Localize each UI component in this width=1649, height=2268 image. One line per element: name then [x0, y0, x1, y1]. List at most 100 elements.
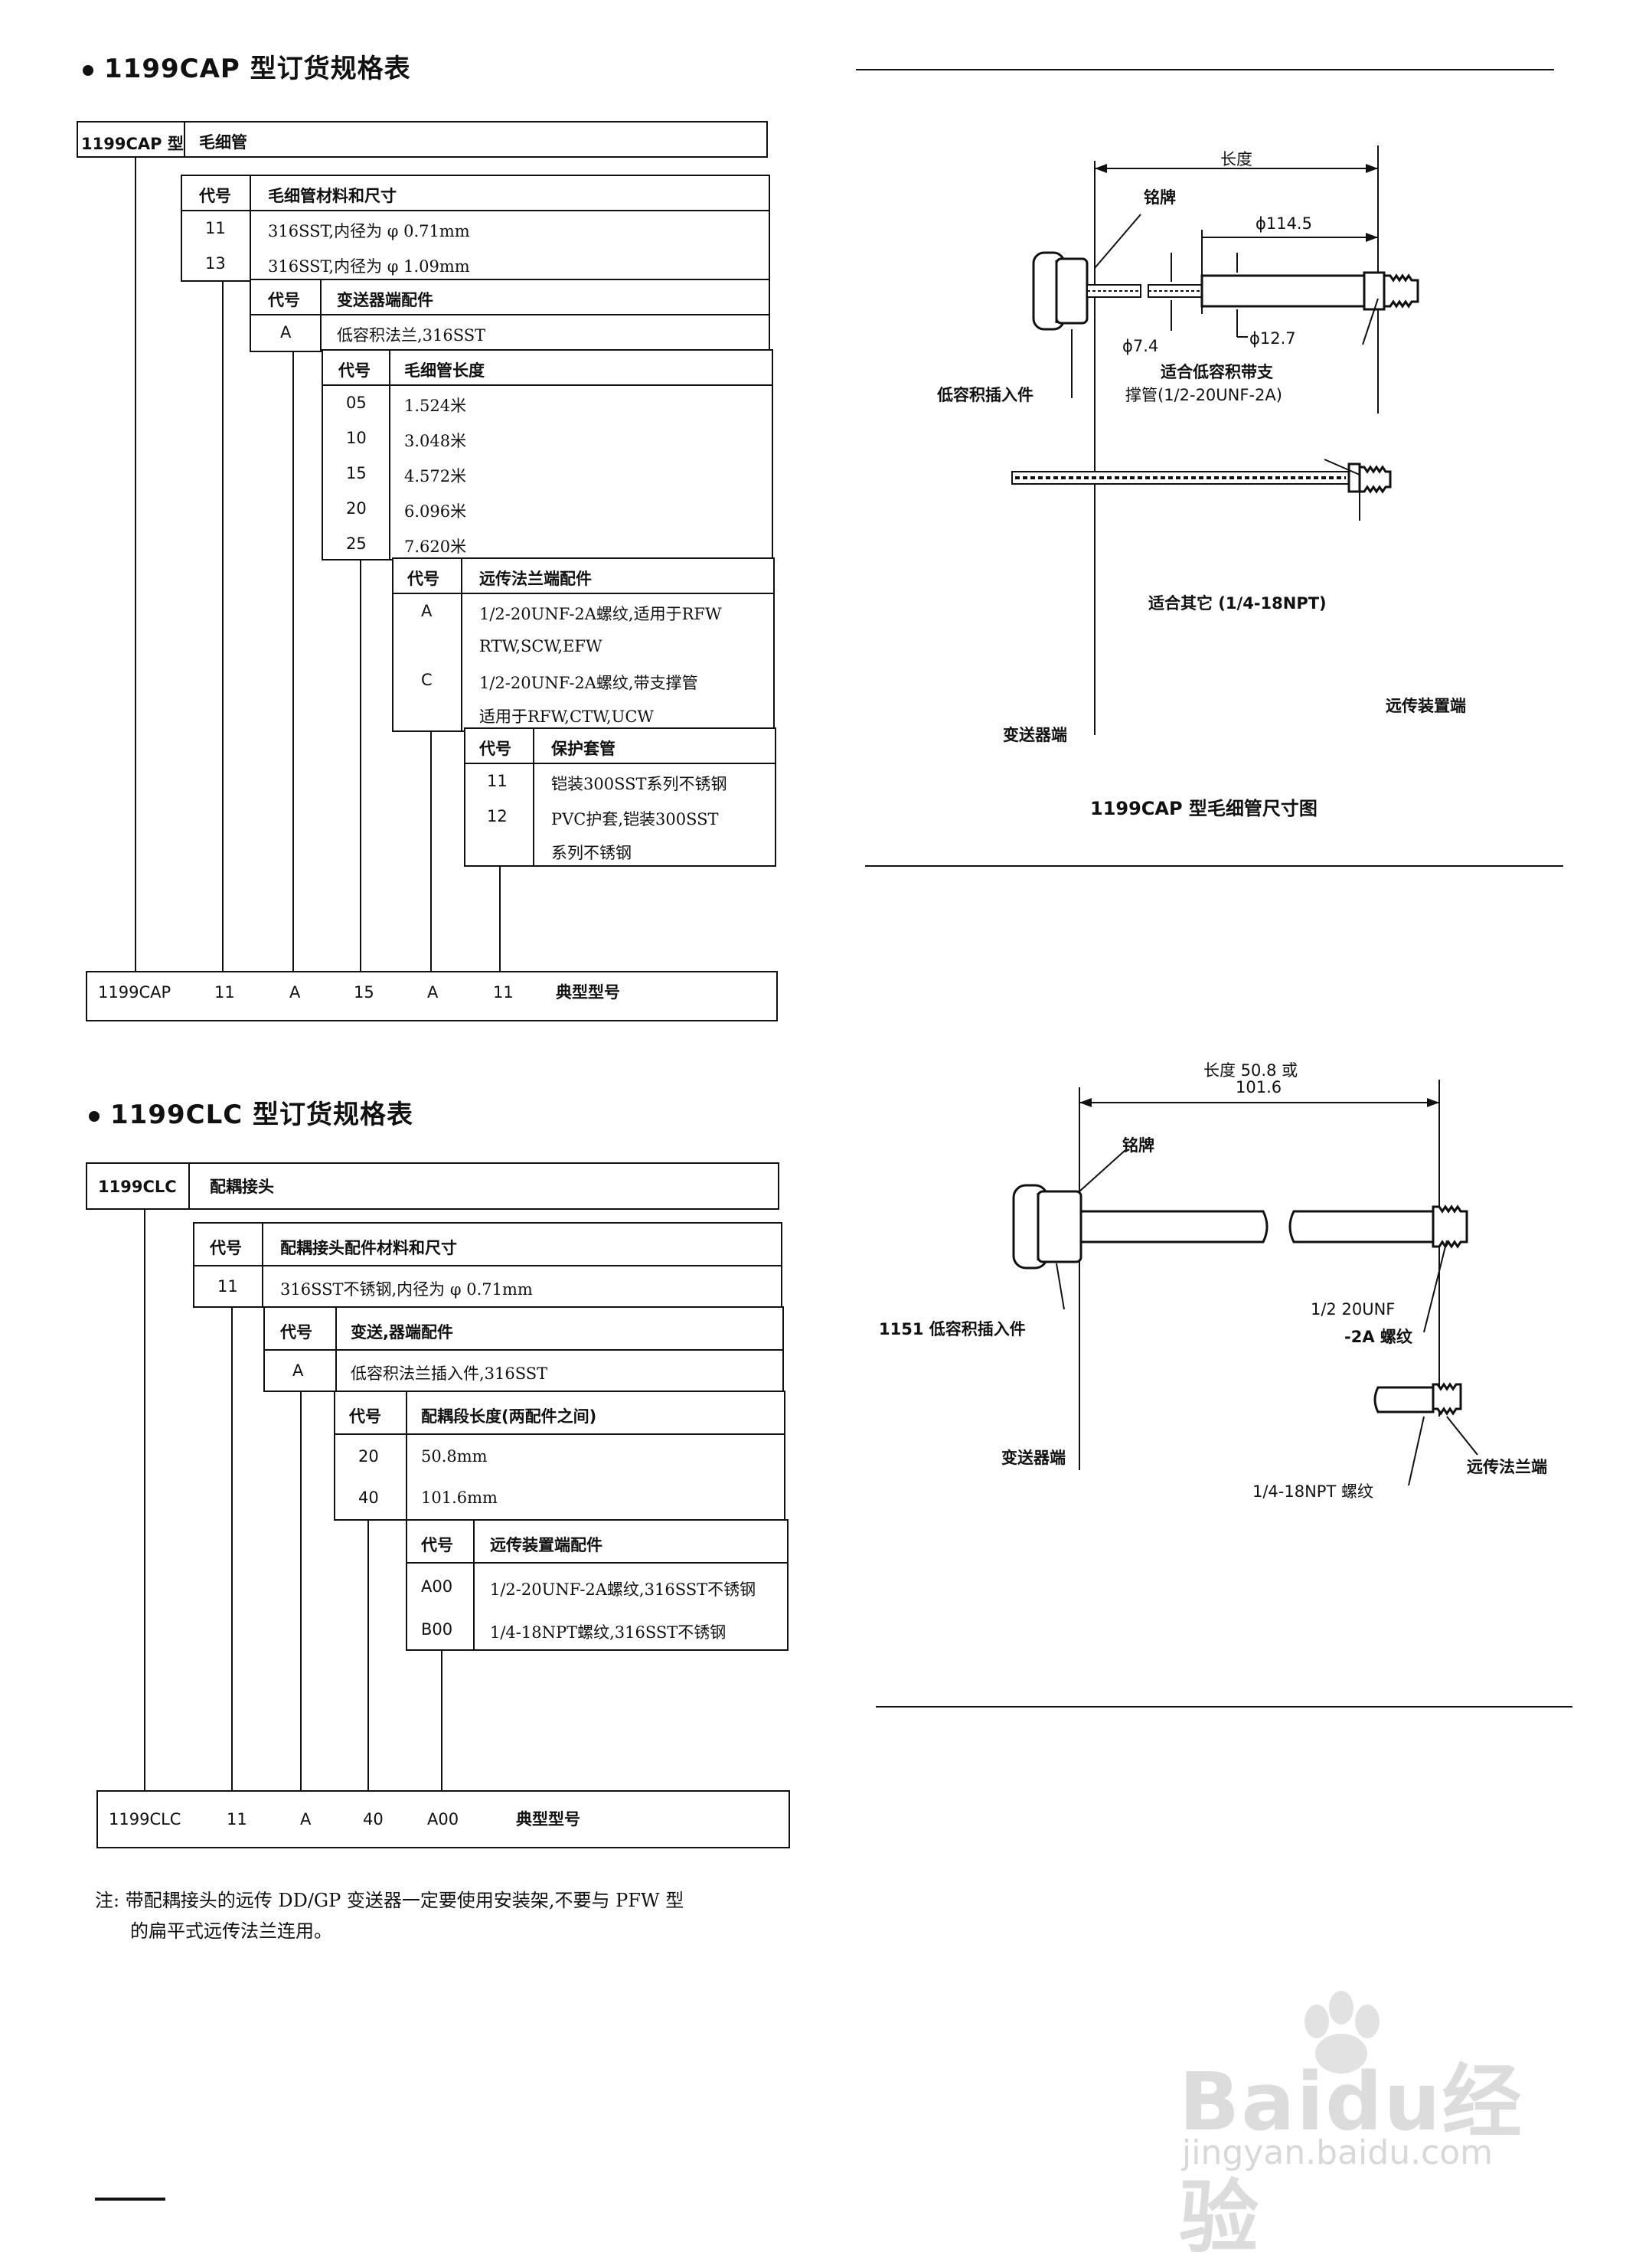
cap-g5-code-header: 代号 [479, 740, 511, 758]
cap-connector [292, 352, 294, 972]
cap-g3-row-desc: 3.048米 [404, 432, 467, 450]
cap-g3-code-header: 代号 [338, 361, 371, 380]
clc-connector [231, 1308, 233, 1792]
clc-g4-row-code: A00 [421, 1577, 453, 1596]
cap-g1-row-desc: 316SST,内径为 φ 1.09mm [268, 257, 470, 276]
cap-connector [499, 867, 501, 972]
cap-group3: 代号 毛细管长度 05 1.524米 10 3.048米 15 4.572米 2… [322, 349, 773, 560]
cap-g5-desc-header: 保护套管 [551, 740, 616, 758]
fig2-length-label: 101.6 [1236, 1078, 1282, 1096]
fig1-caption: 1199CAP 型毛细管尺寸图 [1090, 798, 1318, 819]
clc-title: 1199CLC 型订货规格表 [89, 1093, 413, 1131]
fig1-d74-label: ϕ7.4 [1122, 337, 1159, 355]
cap-g4-row-desc: 1/2-20UNF-2A螺纹,适用于RFW [479, 605, 722, 623]
clc-g2-desc-header: 变送,器端配件 [351, 1323, 453, 1342]
clc-g4-row-desc: 1/4-18NPT螺纹,316SST不锈钢 [490, 1623, 727, 1642]
fig1-d127-label: ϕ12.7 [1249, 329, 1296, 348]
clc-g3-code-header: 代号 [349, 1407, 381, 1426]
cap-g4-desc-header: 远传法兰端配件 [479, 570, 592, 588]
clc-g1-row-desc: 316SST不锈钢,内径为 φ 0.71mm [280, 1280, 533, 1299]
cap-group2: 代号 变送器端配件 A 低容积法兰,316SST [250, 279, 770, 352]
clc-connector [300, 1392, 302, 1792]
fig2-nameplate-label: 铭牌 [1122, 1136, 1154, 1155]
cap-group5: 代号 保护套管 11 铠装300SST系列不锈钢 12 PVC护套,铠装300S… [464, 727, 776, 867]
cap-g1-row-code: 11 [205, 219, 226, 237]
cap-typical-code: 11 [493, 983, 514, 1002]
clc-group4: 代号 远传装置端配件 A00 1/2-20UNF-2A螺纹,316SST不锈钢 … [406, 1519, 789, 1651]
fig1-top-rule [856, 69, 1554, 70]
cap-g1-desc-header: 毛细管材料和尺寸 [268, 187, 397, 205]
fig1-drawing [1011, 145, 1419, 735]
cap-typical-label: 典型型号 [556, 983, 620, 1002]
cap-g3-row-desc: 7.620米 [404, 538, 467, 556]
fig1-support-label: 适合低容积带支 [1161, 363, 1273, 381]
clc-g2-row-code: A [292, 1361, 304, 1380]
watermark-logo: Baidu经验 jingyan.baidu.com [1179, 1991, 1562, 2264]
cap-g3-row-code: 20 [346, 499, 367, 518]
clc-g4-desc-header: 远传装置端配件 [490, 1536, 602, 1554]
cap-typical-code: A [427, 983, 439, 1002]
clc-typical-model: 1199CLC [109, 1810, 181, 1828]
cap-g5-row-desc: 系列不锈钢 [551, 844, 632, 862]
clc-group2: 代号 变送,器端配件 A 低容积法兰插入件,316SST [263, 1306, 784, 1392]
cap-g3-row-desc: 4.572米 [404, 467, 467, 485]
clc-g1-code-header: 代号 [210, 1239, 242, 1257]
fig2-length-label: 长度 50.8 或 [1203, 1061, 1298, 1080]
clc-typical-code: A [300, 1810, 312, 1828]
cap-g4-row-desc: 适用于RFW,CTW,UCW [479, 708, 654, 726]
cap-title: 1199CAP 型订货规格表 [83, 47, 411, 85]
clc-g3-row-desc: 101.6mm [421, 1489, 498, 1507]
fig1-transmitter-end-label: 变送器端 [1003, 726, 1067, 744]
cap-connector [135, 158, 136, 972]
cap-title-text: 1199CAP 型订货规格表 [104, 54, 411, 84]
fig1-nameplate-label: 铭牌 [1144, 188, 1176, 207]
clc-typical-code: 11 [227, 1810, 247, 1828]
cap-typical-row: 1199CAP 11 A 15 A 11 典型型号 [86, 971, 778, 1021]
watermark-url: jingyan.baidu.com [1182, 2133, 1494, 2172]
cap-g2-code-header: 代号 [268, 291, 300, 309]
cap-g3-row-code: 05 [346, 394, 367, 412]
fig2-transmitter-end-label: 变送器端 [1001, 1449, 1066, 1467]
cap-g4-code-header: 代号 [407, 570, 439, 588]
fig1-d114-label: ϕ114.5 [1256, 214, 1312, 233]
clc-g4-row-code: B00 [421, 1620, 453, 1639]
fig2-thread2-label: 1/4-18NPT 螺纹 [1252, 1482, 1373, 1501]
clc-g1-desc-header: 配耦接头配件材料和尺寸 [280, 1239, 457, 1257]
cap-g3-row-code: 25 [346, 534, 367, 553]
clc-typical-label: 典型型号 [516, 1810, 580, 1828]
clc-group1: 代号 配耦接头配件材料和尺寸 11 316SST不锈钢,内径为 φ 0.71mm [193, 1222, 782, 1308]
cap-g5-row-desc: PVC护套,铠装300SST [551, 810, 719, 828]
cap-g4-row-code: A [421, 602, 433, 620]
cap-g5-row-desc: 铠装300SST系列不锈钢 [551, 775, 727, 793]
fig2-thread-label: -2A 螺纹 [1344, 1328, 1412, 1346]
fig2-thread-label: 1/2 20UNF [1311, 1300, 1396, 1319]
cap-connector [430, 732, 432, 972]
clc-model-row: 1199CLC 配耦接头 [86, 1162, 779, 1210]
fig1-bottom-rule [865, 865, 1563, 867]
clc-g4-row-desc: 1/2-20UNF-2A螺纹,316SST不锈钢 [490, 1580, 756, 1599]
cap-g3-row-desc: 6.096米 [404, 502, 467, 521]
cap-g2-row-desc: 低容积法兰,316SST [337, 326, 486, 345]
cap-g3-row-code: 15 [346, 464, 367, 482]
clc-group3: 代号 配耦段长度(两配件之间) 20 50.8mm 40 101.6mm [334, 1391, 785, 1521]
cap-g3-row-code: 10 [346, 429, 367, 447]
clc-title-text: 1199CLC 型订货规格表 [110, 1100, 414, 1130]
cap-g1-row-code: 13 [205, 254, 226, 273]
clc-typical-code: A00 [427, 1810, 459, 1828]
cap-g5-row-code: 11 [487, 772, 508, 790]
bottom-left-rule [95, 2198, 165, 2201]
paw-icon [1305, 1991, 1380, 2074]
clc-g3-desc-header: 配耦段长度(两配件之间) [421, 1407, 597, 1426]
clc-g1-row-code: 11 [217, 1277, 238, 1296]
cap-typical-code: 11 [214, 983, 235, 1002]
clc-model: 1199CLC [98, 1178, 177, 1196]
cap-group4: 代号 远传法兰端配件 A 1/2-20UNF-2A螺纹,适用于RFW RTW,S… [392, 557, 775, 732]
fig1-other-label: 适合其它 (1/4-18NPT) [1148, 594, 1327, 613]
cap-typical-model: 1199CAP [98, 983, 171, 1002]
cap-g4-row-code: C [421, 671, 433, 689]
cap-model: 1199CAP 型 [81, 135, 184, 153]
cap-connector [222, 282, 224, 972]
cap-group1: 代号 毛细管材料和尺寸 11 316SST,内径为 φ 0.71mm 13 31… [181, 175, 770, 282]
clc-g2-code-header: 代号 [280, 1323, 312, 1342]
cap-g4-row-desc: RTW,SCW,EFW [479, 637, 602, 655]
